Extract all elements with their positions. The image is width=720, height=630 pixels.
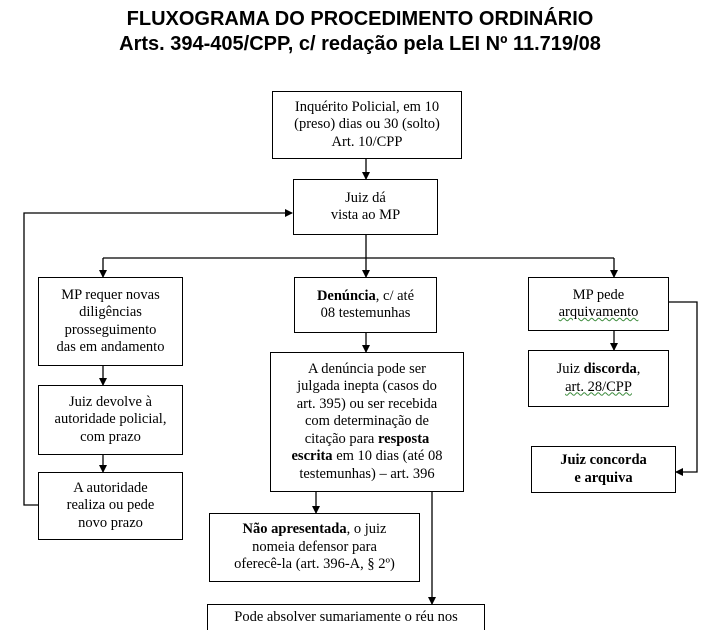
inepta-line5-bold: resposta	[377, 430, 430, 447]
box-inquerito-line3: Art. 10/CPP	[331, 133, 403, 150]
box-juiz-devolve-line2: autoridade policial,	[54, 411, 167, 428]
box-inepta-line1: A denúncia pode ser	[308, 360, 426, 377]
box-autoridade-line3: novo prazo	[78, 514, 143, 531]
box-discorda-line2: art. 28/CPP	[565, 378, 632, 395]
box-concorda-line1: Juiz concorda	[560, 452, 647, 470]
box-inepta-line2: julgada inepta (casos do	[297, 378, 437, 395]
subtitle-text: Arts. 394-405/CPP, c/ redação pela LEI N…	[119, 33, 601, 55]
box-denuncia-line2: 08 testemunhas	[320, 305, 411, 321]
concorda-line1-text: Juiz	[560, 452, 590, 468]
box-denuncia-line1: Denúncia, c/ até	[317, 288, 414, 306]
flowchart-title: FLUXOGRAMA DO PROCEDIMENTO ORDINÁRIO	[126, 8, 594, 30]
box-juiz-da-vista: Juiz dá vista ao MP	[293, 179, 438, 235]
box-inquerito-line2: (preso) dias ou 30 (solto)	[294, 116, 440, 133]
box-mp-diligencias-line4: das em andamento	[56, 339, 165, 355]
box-inepta-line7: testemunhas) – art. 396	[299, 465, 435, 482]
box-juiz-vista-line2: vista ao MP	[330, 207, 401, 223]
inepta-line6-bold: escrita	[291, 448, 333, 465]
nao-apresentada-bold: Não apresentada	[242, 521, 347, 538]
box-inquerito-policial: Inquérito Policial, em 10 (preso) dias o…	[272, 91, 462, 159]
box-nao-apresentada: Não apresentada, o juiz nomeia defensor …	[209, 513, 420, 582]
box-juiz-concorda: Juiz concorda e arquiva	[531, 446, 676, 493]
box-autoridade-line1: A autoridade	[73, 479, 148, 496]
box-autoridade-line2: realiza ou pede	[66, 497, 155, 514]
box-mp-diligencias-line2: diligências	[79, 304, 142, 320]
box-nao-apresentada-line3: oferecê-la (art. 396-A, § 2º)	[234, 556, 395, 573]
box-arquivamento-line2: arquivamento	[558, 304, 639, 320]
box-discorda-line1: Juiz discorda,	[557, 361, 641, 379]
box-autoridade-realiza: A autoridade realiza ou pede novo prazo	[38, 472, 183, 540]
box-denuncia-inepta-ou-recebida: A denúncia pode ser julgada inepta (caso…	[270, 352, 464, 492]
arrow-autoridade-back-to-juiz	[23, 209, 293, 506]
box-nao-apresentada-line2: nomeia defensor para	[252, 538, 377, 555]
box-concorda-line2: e arquiva	[574, 469, 633, 486]
inepta-line6-text: em 10 dias (até 08	[332, 448, 443, 465]
box-arquivamento-line1: MP pede	[572, 286, 625, 303]
box-juiz-devolve-line3: com prazo	[80, 428, 141, 445]
box-juiz-devolve: Juiz devolve à autoridade policial, com …	[38, 385, 183, 455]
nao-apresentada-line1-rest: , o juiz	[346, 521, 387, 538]
box-absolver-line1: Pode absolver sumariamente o réu nos	[234, 609, 458, 625]
box-inepta-line5: citação para resposta	[305, 431, 430, 449]
box-inquerito-line1: Inquérito Policial, em 10	[294, 98, 440, 115]
discorda-line1-bold: discorda	[583, 361, 637, 377]
box-juiz-devolve-line1: Juiz devolve à	[69, 393, 152, 410]
box-mp-pede-arquivamento: MP pede arquivamento	[528, 277, 669, 331]
box-mp-diligencias-line3: prosseguimento	[64, 321, 157, 338]
flowchart-subtitle: Arts. 394-405/CPP, c/ redação pela LEI N…	[30, 33, 690, 56]
box-juiz-vista-line1: Juiz dá	[345, 189, 386, 206]
box-mp-requer-diligencias: MP requer novas diligências prosseguimen…	[38, 277, 183, 366]
box-absolver-sumariamente: Pode absolver sumariamente o réu nos	[207, 604, 485, 630]
denuncia-line1-rest: , c/ até	[375, 287, 415, 304]
arrow-arquivamento-to-concorda	[669, 301, 698, 476]
box-denuncia: Denúncia, c/ até 08 testemunhas	[294, 277, 437, 333]
discorda-line1-text: Juiz	[556, 361, 584, 377]
denuncia-bold-text: Denúncia	[316, 287, 376, 304]
discorda-line1-comma: ,	[636, 361, 641, 377]
box-juiz-discorda: Juiz discorda, art. 28/CPP	[528, 350, 669, 407]
box-mp-diligencias-line1: MP requer novas	[61, 286, 160, 303]
box-inepta-line4: com determinação de	[305, 413, 429, 430]
box-nao-apresentada-line1: Não apresentada, o juiz	[243, 521, 387, 539]
concorda-line1-bold: concorda	[589, 452, 647, 468]
inepta-line5-text: citação para	[304, 430, 378, 447]
box-inepta-line3: art. 395) ou ser recebida	[296, 395, 438, 412]
box-inepta-line6: escrita em 10 dias (até 08	[292, 448, 443, 466]
